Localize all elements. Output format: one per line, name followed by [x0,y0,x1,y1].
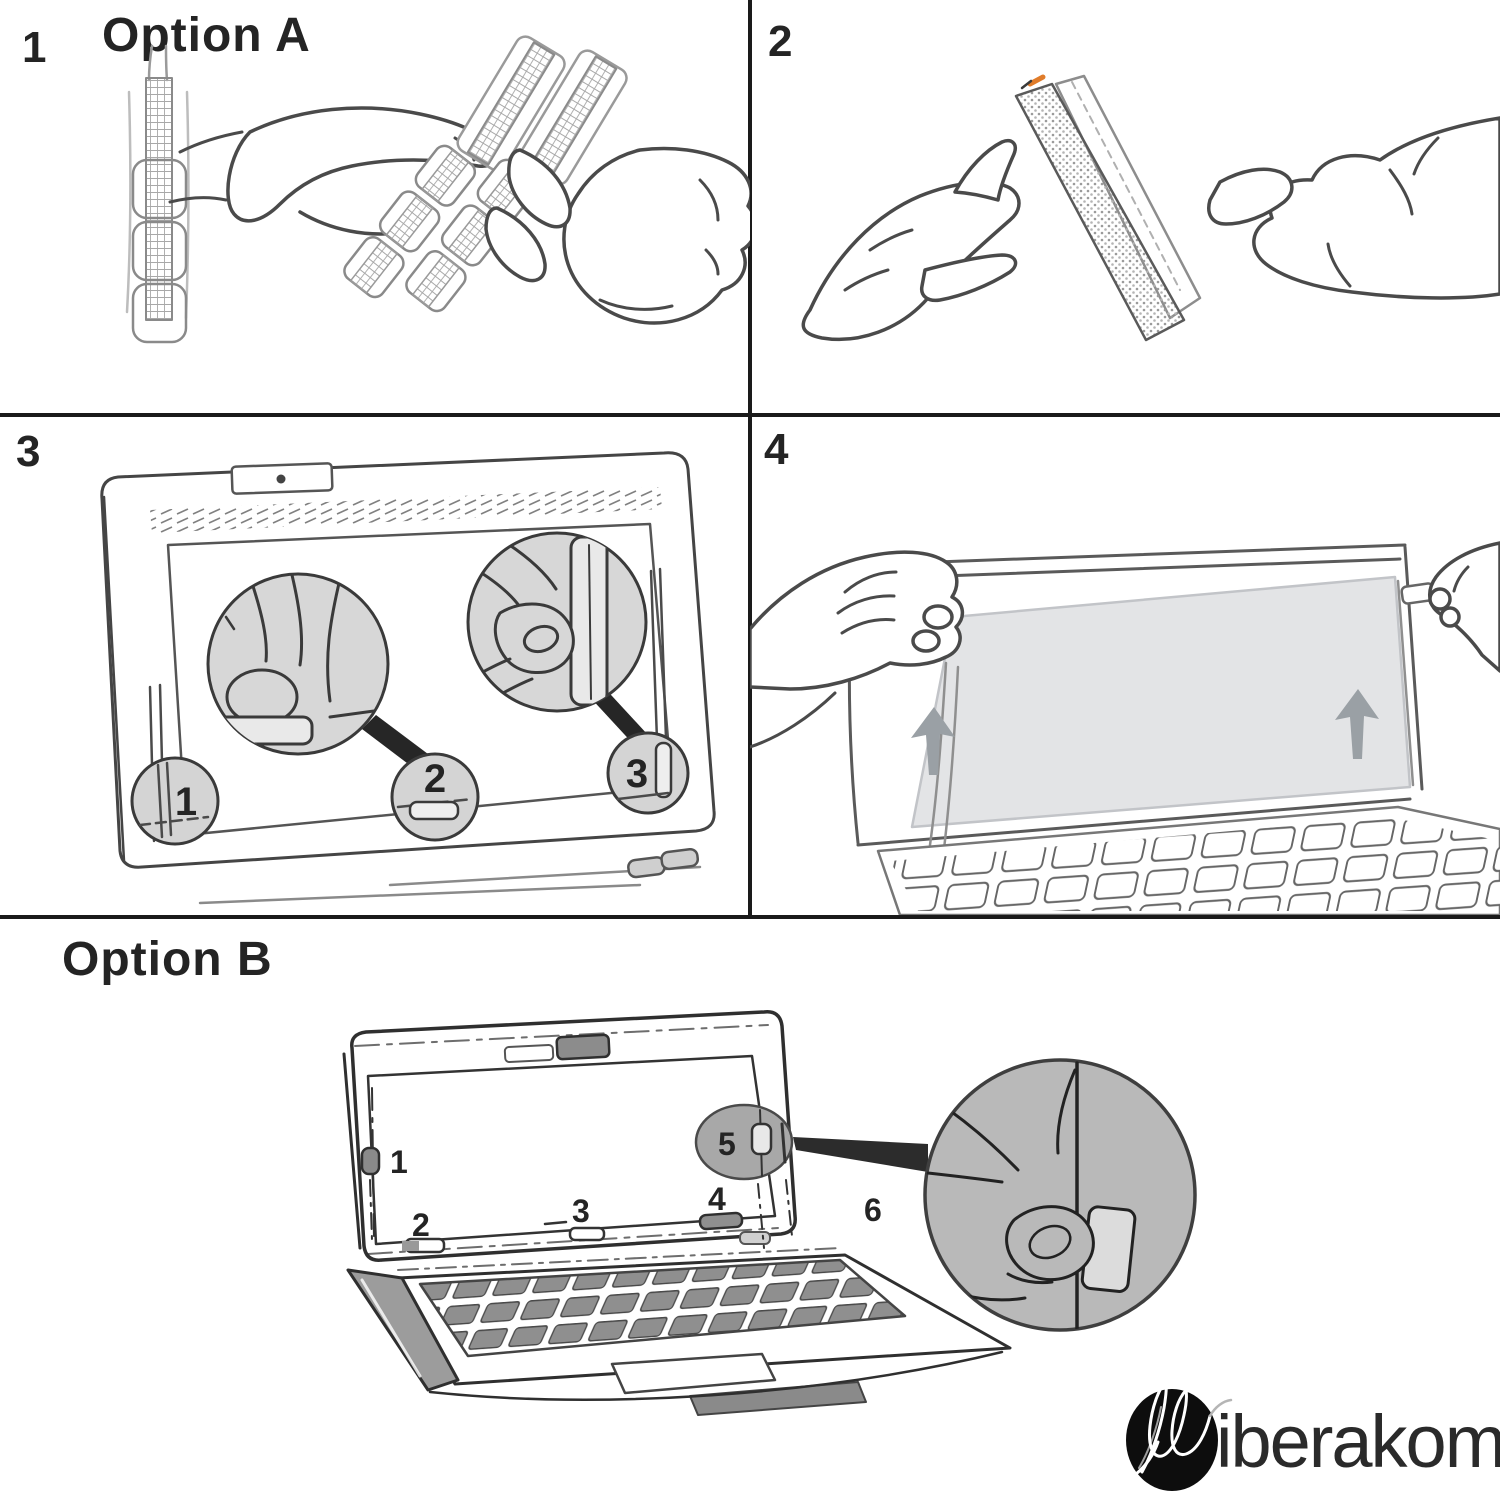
callout-1: 1 [130,756,220,846]
step4-illustration [750,541,1500,915]
step1-illustration [125,35,750,344]
option-b-illustration: 1 2 3 4 5 6 [342,1010,1500,1491]
right-hand [1400,541,1500,673]
brand-logo: iberakom [1126,1379,1500,1491]
tab-1 [360,1146,381,1176]
laptop [342,1010,1012,1416]
option-a-title: Option A [102,9,311,62]
adhesive-strip [1014,82,1186,342]
arrow-up-right [1335,689,1379,759]
step2-illustration [801,74,1500,342]
step3-illustration: 1 2 3 [100,451,716,905]
leader-wedge [793,1137,928,1172]
divider-horizontal-2 [0,915,1500,919]
step4-number: 4 [764,425,789,474]
callout-2-label: 2 [424,757,446,801]
divider-vertical [748,0,752,918]
arrow-up-left [911,707,955,775]
adhesive-strip-column [125,44,190,344]
step2-number: 2 [768,17,793,66]
left-hand [801,139,1021,342]
optionb-callout-3: 3 [572,1193,590,1229]
tab-callouts: 1 2 3 4 5 6 [360,1103,882,1254]
option-b-title: Option B [62,933,273,986]
callout-3: 3 [606,731,690,815]
magnifier-circle-press-side [466,531,648,713]
spare-tab [627,847,700,879]
tab-3 [568,1226,606,1242]
peel-strips [343,35,628,313]
accent-mark [1027,74,1046,87]
top-tab [555,1033,611,1061]
tab-4 [698,1211,744,1231]
callout-2: 2 [390,752,480,842]
step3-number: 3 [16,427,41,476]
right-hand [484,146,750,325]
logo-initial-m [1134,1379,1212,1476]
keyboard [876,805,1500,915]
optionb-callout-5: 5 [718,1126,736,1162]
callout-1-label: 1 [175,780,197,824]
divider-horizontal-1 [0,413,1500,417]
optionb-callout-4: 4 [708,1181,726,1217]
optionb-callout-6: 6 [864,1192,882,1228]
keyboard-keys [418,1258,907,1358]
callout-5-circle: 5 [694,1103,794,1181]
right-hand [1207,116,1500,300]
magnifier-circle-press-down [206,572,390,756]
left-hand [750,550,965,749]
privacy-sheet [910,575,1412,829]
logo-wordmark: iberakom [1216,1400,1500,1483]
touchpad [610,1352,777,1395]
optionb-callout-2: 2 [412,1207,430,1243]
optionb-callout-1: 1 [390,1144,408,1180]
magnifier-circle [923,1058,1197,1332]
step1-number: 1 [22,23,47,72]
callout-3-label: 3 [626,752,648,796]
